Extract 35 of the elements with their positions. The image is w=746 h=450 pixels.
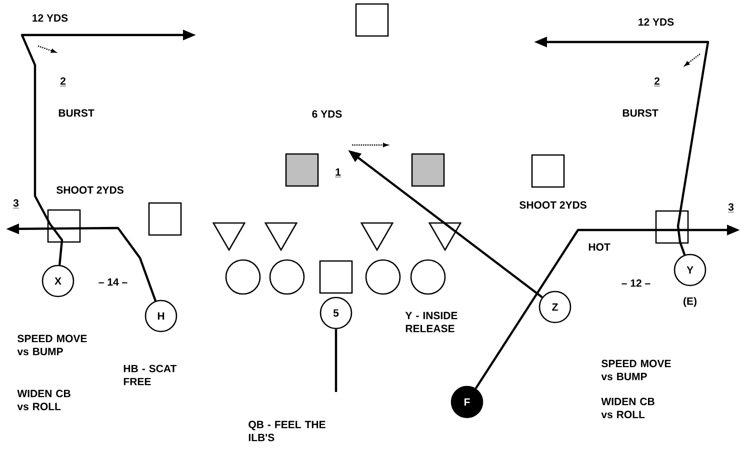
note-text: Y - INSIDE RELEASE <box>405 312 458 332</box>
lineman-circle <box>410 259 446 295</box>
defender-square <box>355 3 389 37</box>
note-text: SPEED MOVE vs BUMP <box>601 360 671 380</box>
note-text: HB - SCAT FREE <box>124 364 177 386</box>
route-label: BURST <box>58 109 94 117</box>
lineman-circle <box>365 259 401 295</box>
note-text: SPEED MOVE vs BUMP <box>17 334 87 356</box>
route-number: 2 <box>654 77 660 86</box>
note-text: WIDEN CB vs ROLL <box>601 398 654 418</box>
yardage-label: 6 YDS <box>312 110 342 118</box>
shaded-square <box>285 153 319 187</box>
route-label: HOT <box>588 243 610 251</box>
route-label: SHOOT 2YDS <box>56 186 124 194</box>
note-text: QB - FEEL THE ILB'S <box>248 420 326 442</box>
note-text: WIDEN CB vs ROLL <box>17 390 70 410</box>
center-square <box>319 260 353 294</box>
route-number: 3 <box>728 203 734 212</box>
route-number: 1 <box>334 168 342 178</box>
yardage-label: 12 YDS <box>32 14 68 22</box>
shaded-square <box>411 153 445 187</box>
split-label: – 14 – <box>98 278 128 286</box>
position-label: (E) <box>684 297 696 307</box>
defender-square <box>531 154 565 188</box>
route-number: 2 <box>60 77 66 86</box>
route-label: SHOOT 2YDS <box>520 201 586 209</box>
defender-square <box>47 209 81 243</box>
defender-square <box>148 202 182 236</box>
route-number: 3 <box>12 199 20 208</box>
route-line <box>334 329 338 392</box>
split-label: – 12 – <box>622 279 650 287</box>
lineman-circle <box>269 259 305 295</box>
yardage-label: 12 YDS <box>638 18 674 26</box>
route-label: BURST <box>622 109 658 117</box>
lineman-circle <box>225 259 261 295</box>
